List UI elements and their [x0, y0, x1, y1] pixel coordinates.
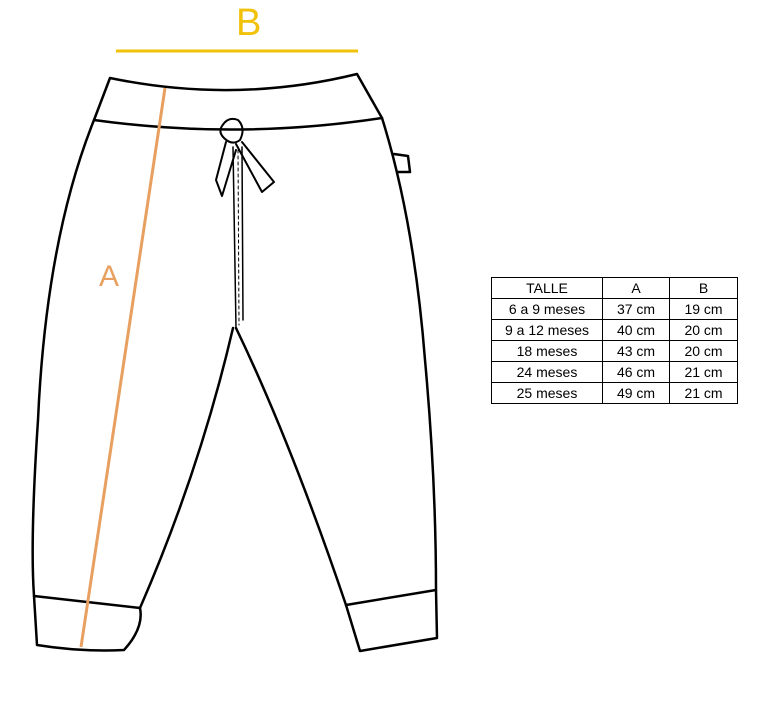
cell-b: 21 cm [669, 361, 738, 383]
left-cuff [32, 594, 142, 652]
cell-b: 20 cm [669, 340, 738, 362]
pants-outline [31, 72, 439, 653]
header-b: B [669, 277, 738, 299]
cell-talle: 9 a 12 meses [491, 319, 603, 341]
cell-talle: 18 meses [491, 340, 603, 362]
right-cuff [344, 588, 439, 653]
cell-talle: 24 meses [491, 361, 603, 383]
cell-b: 20 cm [669, 319, 738, 341]
cell-talle: 25 meses [491, 382, 603, 404]
left-leg [31, 118, 235, 610]
drawstring-tie-left [215, 141, 237, 197]
table-row: 6 a 9 meses 37 cm 19 cm [491, 298, 738, 320]
side-tag [392, 152, 412, 174]
header-a: A [602, 277, 670, 299]
table-row: 9 a 12 meses 40 cm 20 cm [491, 319, 738, 341]
table-row: 25 meses 49 cm 21 cm [491, 382, 738, 404]
dimension-label-a: A [99, 260, 120, 293]
cell-a: 49 cm [602, 382, 670, 404]
cell-a: 46 cm [602, 361, 670, 383]
table-header-row: TALLE A B [491, 277, 738, 299]
seam-stitch [237, 149, 240, 326]
drawstring-tie-right [235, 141, 275, 193]
cell-a: 40 cm [602, 319, 670, 341]
measure-line-a [79, 87, 167, 648]
right-leg [234, 116, 438, 607]
drawstring-knot [219, 117, 244, 144]
cell-b: 21 cm [669, 382, 738, 404]
cell-a: 43 cm [602, 340, 670, 362]
cell-b: 19 cm [669, 298, 738, 320]
table-row: 24 meses 46 cm 21 cm [491, 361, 738, 383]
cell-a: 37 cm [602, 298, 670, 320]
header-talle: TALLE [491, 277, 603, 299]
center-seam [232, 146, 244, 329]
size-table: TALLE A B 6 a 9 meses 37 cm 19 cm 9 a 12… [491, 277, 738, 404]
table-row: 18 meses 43 cm 20 cm [491, 340, 738, 362]
dimension-label-b: B [236, 2, 262, 44]
cell-talle: 6 a 9 meses [491, 298, 603, 320]
